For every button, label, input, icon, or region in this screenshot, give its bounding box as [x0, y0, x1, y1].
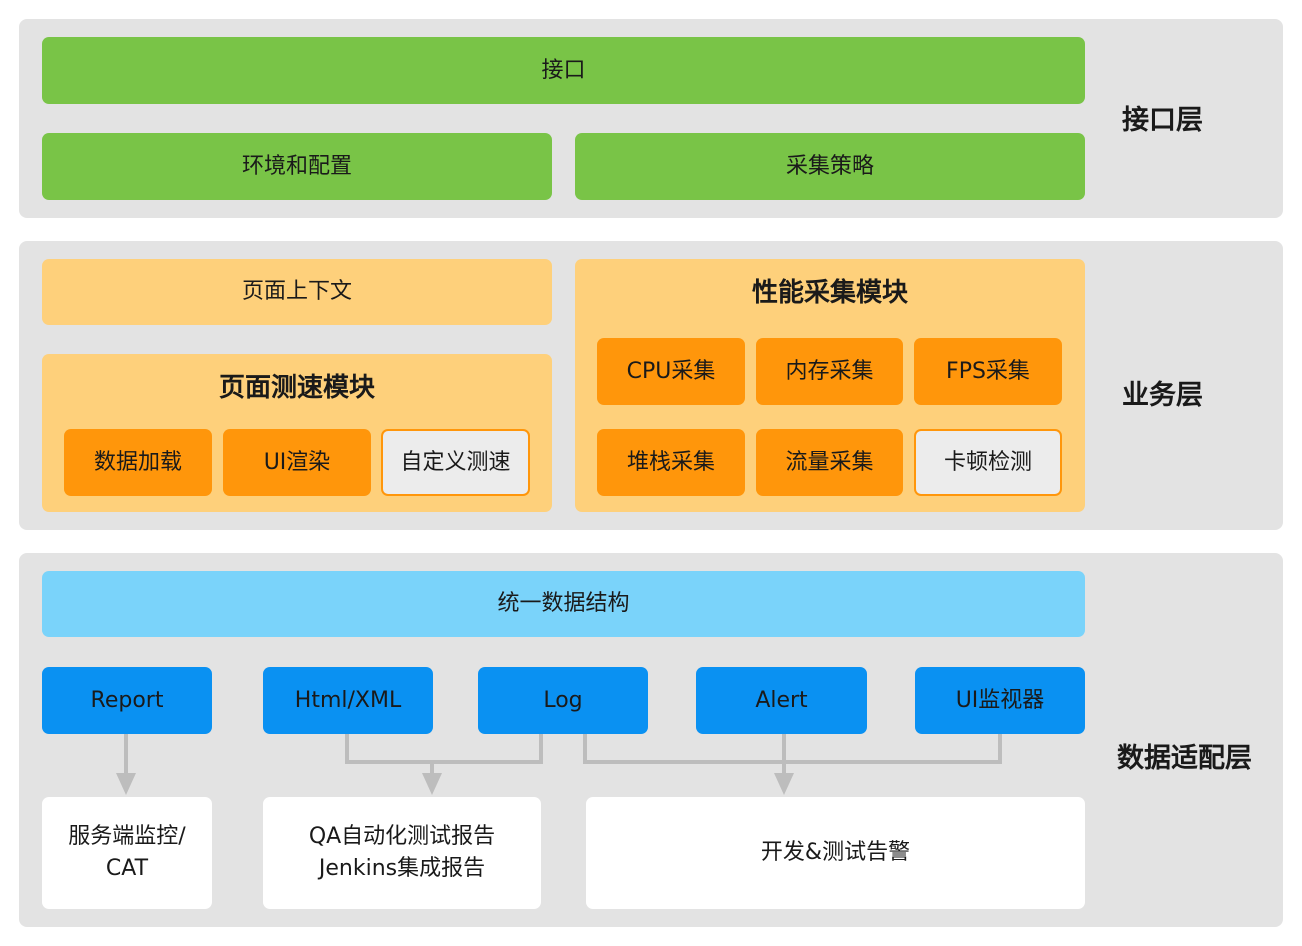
page-context-box: 页面上下文	[42, 259, 552, 325]
traffic-box: 流量采集	[756, 429, 903, 496]
log-box: Log	[478, 667, 648, 734]
dev-test-alert-box: 开发&测试告警	[586, 797, 1085, 909]
qa-report-line1: QA自动化测试报告	[308, 824, 496, 850]
report-box: Report	[42, 667, 212, 734]
qa-report-line2: Jenkins集成报告	[318, 856, 486, 881]
perf-module-title: 性能采集模块	[751, 278, 908, 308]
server-monitor-line1: 服务端监控/	[68, 824, 186, 850]
stack-box: 堆栈采集	[597, 429, 745, 496]
ui-render-box: UI渲染	[223, 429, 371, 496]
strategy-box: 采集策略	[575, 133, 1085, 200]
jank-box: 卡顿检测	[914, 429, 1062, 496]
unified-data-box: 统一数据结构	[42, 571, 1085, 637]
speed-module-title: 页面测速模块	[218, 373, 375, 403]
server-monitor-box: 服务端监控/ CAT	[42, 797, 212, 909]
fps-box: FPS采集	[914, 338, 1062, 405]
custom-speed-box: 自定义测速	[381, 429, 530, 496]
server-monitor-line2: CAT	[105, 856, 149, 881]
dev-test-alert-label: 开发&测试告警	[760, 840, 911, 866]
env-config-box: 环境和配置	[42, 133, 552, 200]
alert-box: Alert	[696, 667, 867, 734]
html-xml-box: Html/XML	[263, 667, 433, 734]
business-layer-label: 业务层	[1122, 380, 1203, 411]
data-layer-label: 数据适配层	[1117, 743, 1252, 774]
qa-report-box: QA自动化测试报告 Jenkins集成报告	[263, 797, 541, 909]
data-load-box: 数据加载	[64, 429, 212, 496]
interface-box: 接口	[42, 37, 1085, 104]
interface-layer-label: 接口层	[1122, 105, 1203, 136]
cpu-box: CPU采集	[597, 338, 745, 405]
ui-monitor-box: UI监视器	[915, 667, 1085, 734]
memory-box: 内存采集	[756, 338, 903, 405]
